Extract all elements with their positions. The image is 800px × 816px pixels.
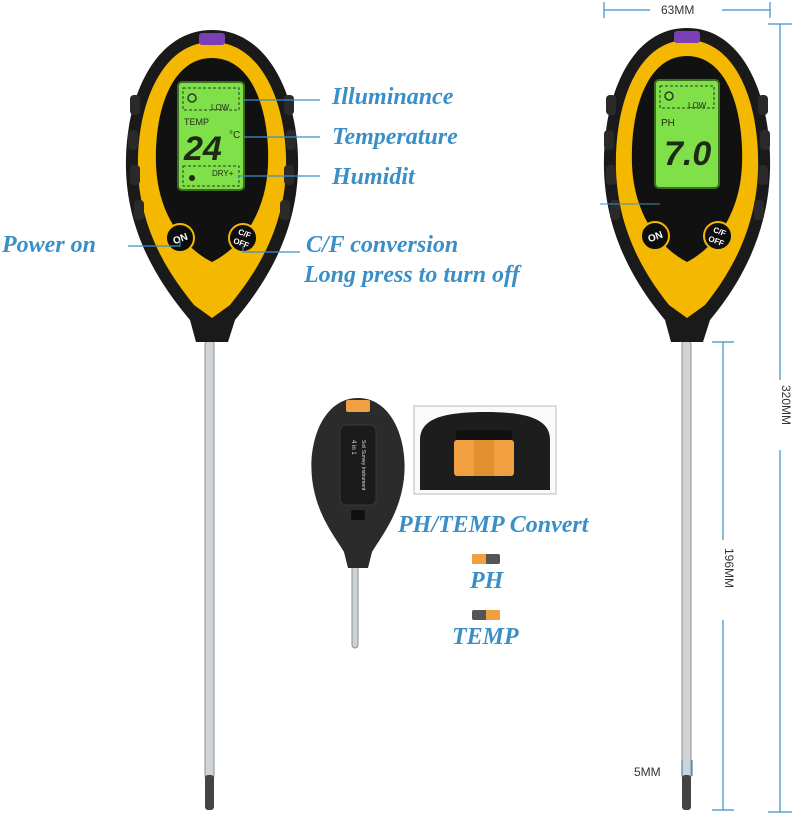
left-lcd-temp: TEMP bbox=[184, 117, 209, 127]
ph-switch-icon bbox=[472, 554, 500, 564]
back-switch bbox=[346, 400, 370, 412]
convert-temp: TEMP bbox=[452, 624, 519, 650]
dim-width: 63MM bbox=[661, 3, 695, 17]
left-lcd-value: 24 bbox=[183, 130, 222, 168]
back-probe bbox=[351, 559, 359, 649]
right-lcd-ph: PH bbox=[661, 118, 675, 129]
left-on-button[interactable]: ON bbox=[165, 223, 195, 253]
left-lcd-dry: DRY+ bbox=[212, 169, 234, 178]
right-lcd-value: 7.0 bbox=[664, 135, 711, 173]
callout-humidity: Humidit bbox=[332, 164, 415, 190]
left-lcd-unit: °C bbox=[229, 130, 240, 141]
back-label-plate bbox=[339, 424, 377, 506]
right-sun-icon bbox=[664, 91, 674, 101]
left-probe-tip bbox=[205, 775, 214, 810]
left-cf-label-top: C/F bbox=[237, 227, 252, 240]
right-lcd bbox=[654, 79, 720, 189]
back-screw bbox=[351, 510, 365, 520]
convert-ph: PH bbox=[470, 568, 504, 594]
back-label-line2: Soil Survey Instrument bbox=[360, 440, 366, 491]
back-label-line1: 4 in 1 bbox=[350, 440, 356, 455]
dim-probe-diameter: 5MM bbox=[634, 765, 661, 779]
right-probe-tip bbox=[682, 775, 691, 810]
right-on-label: ON bbox=[647, 230, 665, 245]
callout-cf-conversion: C/F conversion bbox=[306, 232, 459, 258]
left-light-sensor bbox=[199, 33, 225, 45]
callout-long-press: Long press to turn off bbox=[304, 262, 520, 288]
left-drop-icon bbox=[189, 175, 195, 181]
callout-illuminance: Illuminance bbox=[332, 84, 454, 110]
right-lcd-low: LOW bbox=[688, 101, 707, 110]
callout-power-on: Power on bbox=[2, 232, 97, 258]
callout-temperature: Temperature bbox=[332, 124, 458, 150]
right-on-button[interactable]: ON bbox=[640, 221, 670, 251]
left-sun-icon bbox=[187, 93, 197, 103]
left-lcd-low: LOW bbox=[211, 103, 230, 112]
left-callout-lines bbox=[128, 99, 320, 253]
left-on-label: ON bbox=[172, 232, 190, 247]
temp-switch-icon bbox=[472, 610, 500, 620]
dimension-lines bbox=[603, 2, 792, 813]
left-lcd bbox=[177, 81, 245, 191]
convert-title: PH/TEMP Convert bbox=[398, 512, 589, 538]
right-cf-button[interactable]: C/F OFF bbox=[703, 221, 733, 251]
right-cf-label-top: C/F bbox=[712, 225, 727, 238]
right-light-sensor bbox=[674, 31, 700, 43]
